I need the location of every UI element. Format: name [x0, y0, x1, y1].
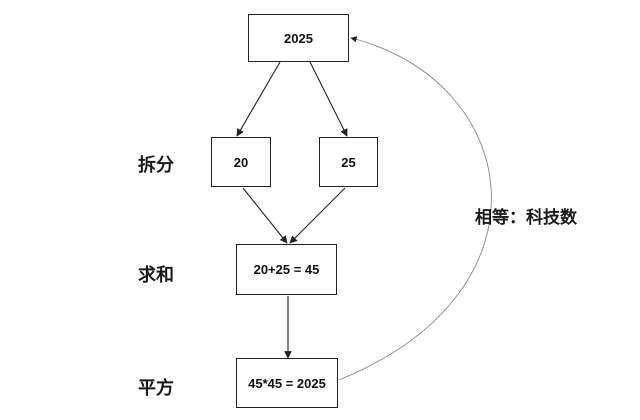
arrow-square-to-top — [338, 36, 492, 381]
label-square: 平方 — [138, 378, 174, 399]
node-sum: 20+25 = 45 — [236, 244, 337, 295]
label-split: 拆分 — [138, 155, 174, 176]
equal-note: 相等：科技数 — [475, 208, 577, 228]
node-25: 25 — [319, 137, 378, 187]
arrow-20-to-sum — [242, 187, 288, 244]
node-20: 20 — [211, 137, 271, 187]
node-square: 45*45 = 2025 — [236, 358, 338, 408]
node-2025: 2025 — [248, 14, 349, 62]
label-sum: 求和 — [138, 265, 174, 286]
arrow-25-to-sum — [289, 187, 346, 244]
arrow-top-to-25 — [309, 61, 348, 137]
arrow-top-to-20 — [236, 61, 281, 137]
